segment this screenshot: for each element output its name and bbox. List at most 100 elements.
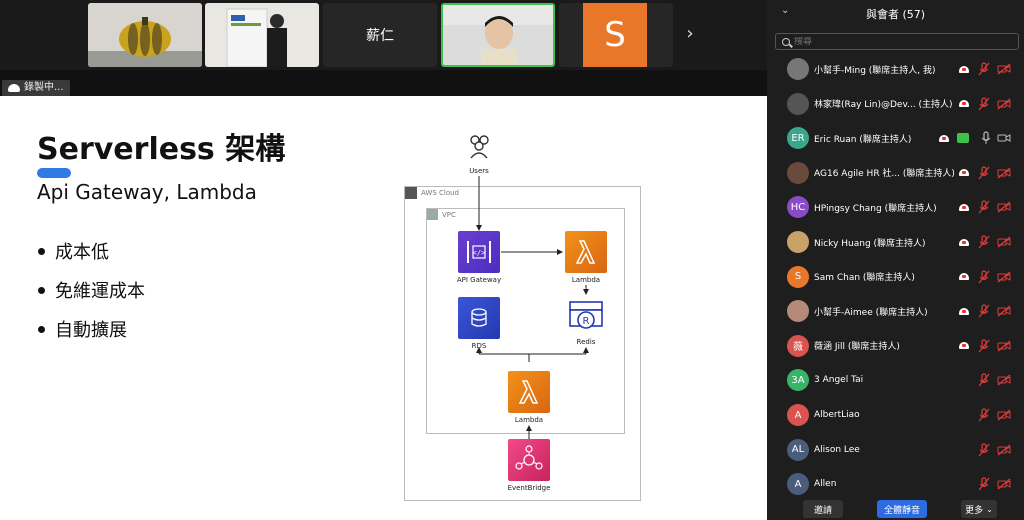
camera-off-icon[interactable]: [997, 409, 1011, 421]
participant-row[interactable]: 薇薇涵 Jill (聯席主持人): [767, 329, 1024, 363]
microphone-muted-icon[interactable]: [977, 235, 991, 249]
participant-name: Eric Ruan (聯席主持人): [814, 134, 912, 145]
mute-all-button[interactable]: 全體靜音: [877, 500, 927, 518]
camera-off-icon[interactable]: [997, 236, 1011, 248]
camera-off-icon[interactable]: [997, 340, 1011, 352]
vpc-icon: [427, 209, 438, 220]
cloud-record-icon: [959, 169, 969, 177]
microphone-muted-icon[interactable]: [977, 166, 991, 180]
microphone-muted-icon[interactable]: [977, 62, 991, 76]
participant-name: HPingsy Chang (聯席主持人): [814, 203, 937, 214]
search-field[interactable]: [775, 33, 1019, 50]
participant-row[interactable]: 林家瑋(Ray Lin)@Dev... (主持人): [767, 87, 1024, 121]
bullet-item: 自動擴展: [38, 316, 127, 342]
vpc-label: VPC: [442, 211, 456, 219]
eventbridge-icon: [508, 439, 550, 481]
microphone-muted-icon[interactable]: [977, 269, 991, 284]
avatar: A: [787, 473, 809, 496]
avatar: A: [787, 404, 809, 426]
bullet-dot: [38, 325, 45, 333]
participant-name: 小幫手-Aimee (聯席主持人): [814, 307, 928, 318]
microphone-muted-icon[interactable]: [977, 373, 991, 387]
participant-row[interactable]: 小幫手-Aimee (聯席主持人): [767, 294, 1024, 328]
microphone-muted-icon[interactable]: [977, 339, 991, 353]
avatar: S: [787, 265, 809, 288]
bullet-item: 免維運成本: [38, 277, 145, 303]
video-tile-5[interactable]: S: [559, 3, 673, 67]
rds-label: RDS: [471, 342, 487, 350]
video-tile-active-speaker[interactable]: [441, 3, 555, 67]
recording-badge: 錄製中...: [2, 80, 70, 96]
participant-row[interactable]: AG16 Agile HR 社... (聯席主持人): [767, 156, 1024, 190]
camera-off-icon[interactable]: [997, 444, 1011, 456]
cloud-record-icon: [8, 84, 20, 92]
vpc-boundary: [426, 208, 625, 434]
camera-off-icon[interactable]: [997, 63, 1011, 75]
participant-name: 薪仁: [366, 28, 394, 44]
participant-name: Allen: [814, 479, 837, 490]
camera-off-icon[interactable]: [997, 374, 1011, 386]
aws-cloud-label: AWS Cloud: [421, 189, 459, 197]
gallery-next-arrow-icon[interactable]: ›: [686, 23, 694, 44]
camera-off-icon[interactable]: [997, 98, 1011, 110]
video-tile-2[interactable]: [205, 3, 319, 67]
camera-off-icon[interactable]: [997, 201, 1011, 213]
camera-off-icon[interactable]: [997, 271, 1011, 283]
participant-row[interactable]: A AlbertLiao: [767, 398, 1024, 432]
cloud-record-icon: [959, 65, 969, 73]
invite-button[interactable]: 邀請: [803, 500, 843, 518]
video-tile-3[interactable]: 薪仁: [323, 3, 437, 67]
slide-subtitle: Api Gateway, Lambda: [37, 180, 257, 204]
speaker-video: [443, 5, 553, 65]
participant-row[interactable]: S Sam Chan (聯席主持人): [767, 260, 1024, 294]
more-button[interactable]: 更多 ⌄: [961, 500, 997, 518]
cloud-record-icon: [959, 100, 969, 108]
pumpkin-image: [88, 3, 202, 67]
aws-cloud-icon: [405, 187, 417, 199]
svg-text:</>: </>: [473, 249, 486, 257]
participants-panel: ⌄ 與會者 (57) 小幫手-Ming (聯席主持人, 我) 林家瑋(Ray Li…: [767, 0, 1024, 520]
svg-text:R: R: [583, 316, 590, 327]
microphone-muted-icon[interactable]: [977, 442, 991, 457]
participant-name: 小幫手-Ming (聯席主持人, 我): [814, 65, 936, 76]
participant-name: Sam Chan (聯席主持人): [814, 273, 915, 284]
panel-header: ⌄ 與會者 (57): [767, 0, 1024, 26]
microphone-muted-icon[interactable]: [977, 304, 991, 318]
camera-off-icon[interactable]: [997, 305, 1011, 317]
redis-label: Redis: [576, 338, 596, 346]
participant-row[interactable]: 小幫手-Ming (聯席主持人, 我): [767, 52, 1024, 86]
shared-screen-slide: Serverless 架構 Api Gateway, Lambda 成本低 免維…: [0, 96, 767, 520]
avatar: [787, 231, 809, 253]
camera-off-icon[interactable]: [997, 167, 1011, 179]
share-screen-icon: [957, 133, 969, 144]
microphone-muted-icon[interactable]: [977, 96, 991, 111]
bullet-text: 免維運成本: [55, 281, 145, 302]
chevron-down-icon[interactable]: ⌄: [781, 5, 790, 16]
bullet-item: 成本低: [38, 238, 109, 264]
microphone-icon[interactable]: [979, 131, 993, 145]
avatar: 薇: [787, 334, 809, 357]
participant-name: 林家瑋(Ray Lin)@Dev... (主持人): [814, 100, 953, 111]
microphone-muted-icon[interactable]: [977, 408, 991, 422]
panel-footer: 邀請 全體靜音 更多 ⌄: [767, 498, 1024, 520]
bullet-text: 成本低: [55, 242, 109, 263]
participant-row[interactable]: A Allen: [767, 467, 1024, 501]
api-gateway-icon: </>: [458, 231, 500, 273]
microphone-muted-icon[interactable]: [977, 477, 991, 491]
eventbridge-label: EventBridge: [507, 484, 551, 492]
video-tile-1[interactable]: [88, 3, 202, 67]
participant-name: AlbertLiao: [814, 410, 860, 420]
search-input[interactable]: [794, 36, 994, 47]
camera-off-icon[interactable]: [997, 478, 1011, 490]
microphone-muted-icon[interactable]: [977, 200, 991, 214]
participant-row[interactable]: Nicky Huang (聯席主持人): [767, 225, 1024, 259]
search-icon: [782, 37, 790, 46]
api-gateway-label: API Gateway: [456, 276, 502, 284]
cloud-record-icon: [959, 238, 969, 246]
presenter-video: [205, 3, 319, 67]
camera-icon[interactable]: [997, 132, 1011, 144]
